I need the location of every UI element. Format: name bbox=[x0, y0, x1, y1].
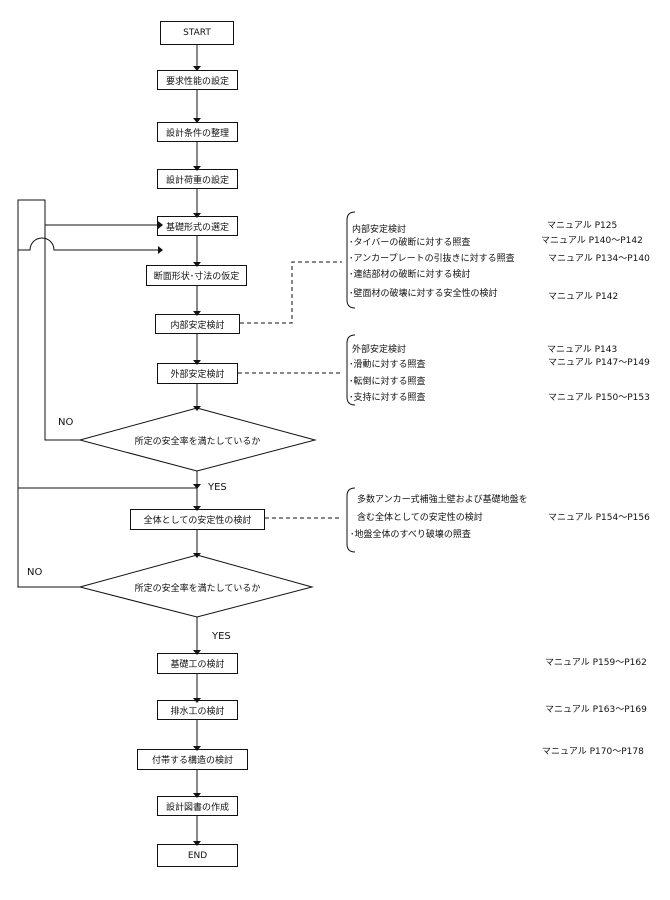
step-internal-stability: 内部安定検討 bbox=[155, 314, 240, 334]
decision-safety-factor-2: 所定の安全率を満たしているか bbox=[134, 583, 261, 594]
note-external-item-3: ･支持に対する照査 bbox=[349, 393, 426, 403]
step-drainage-work: 排水工の検討 bbox=[157, 700, 238, 720]
step-requirement-setting: 要求性能の設定 bbox=[157, 70, 238, 90]
note-internal-item-4: ･壁面材の破壊に対する安全性の検討 bbox=[349, 289, 498, 299]
note-internal-item-2: ･アンカープレートの引抜きに対する照査 bbox=[349, 254, 515, 264]
note-external-ref-3: マニュアル P150～P153 bbox=[548, 393, 650, 403]
end-terminal: END bbox=[157, 844, 238, 867]
step-foundation-work: 基礎工の検討 bbox=[157, 653, 238, 674]
note-external-title: 外部安定検討 bbox=[352, 345, 407, 355]
step-design-documents: 設計図書の作成 bbox=[157, 796, 238, 816]
note-overall-line-2: 含む全体としての安定性の検討 bbox=[357, 513, 483, 523]
note-internal-ref-1: マニュアル P140～P142 bbox=[541, 236, 643, 246]
step-foundation-type: 基礎形式の選定 bbox=[157, 216, 238, 236]
step-external-stability: 外部安定検討 bbox=[157, 363, 238, 384]
ref-drainage-work: マニュアル P163～P169 bbox=[545, 705, 647, 715]
yes-label-1: YES bbox=[208, 482, 227, 493]
note-overall-ref: マニュアル P154～P156 bbox=[548, 513, 650, 523]
note-external-ref-1: マニュアル P147～P149 bbox=[548, 358, 650, 368]
note-internal-title: 内部安定検討 bbox=[352, 225, 407, 235]
note-external-ref: マニュアル P143 bbox=[547, 345, 618, 355]
note-external-item-2: ･転倒に対する照査 bbox=[349, 377, 426, 387]
note-overall-line-1: 多数アンカー式補強土壁および基礎地盤を bbox=[357, 495, 528, 505]
ref-foundation-work: マニュアル P159～P162 bbox=[545, 658, 647, 668]
decision-safety-factor-1: 所定の安全率を満たしているか bbox=[134, 436, 261, 447]
start-terminal: START bbox=[160, 21, 234, 45]
note-internal-item-3: ･連結部材の破断に対する検討 bbox=[349, 270, 471, 280]
note-internal-ref-2: マニュアル P134～P140 bbox=[548, 254, 650, 264]
step-ancillary-structure: 付帯する構造の検討 bbox=[137, 749, 248, 770]
no-label-1: NO bbox=[58, 417, 74, 428]
step-design-load: 設計荷重の設定 bbox=[157, 169, 238, 189]
ref-ancillary-structure: マニュアル P170～P178 bbox=[542, 747, 644, 757]
step-overall-stability: 全体としての安定性の検討 bbox=[130, 509, 265, 530]
step-design-conditions: 設計条件の整理 bbox=[157, 122, 238, 142]
note-external-item-1: ･滑動に対する照査 bbox=[349, 360, 426, 370]
yes-label-2: YES bbox=[212, 631, 231, 642]
note-internal-ref-4: マニュアル P142 bbox=[548, 292, 619, 302]
note-internal-item-1: ･タイバーの破断に対する照査 bbox=[349, 238, 471, 248]
step-section-assumption: 断面形状･寸法の仮定 bbox=[146, 265, 247, 286]
note-overall-item: ･地盤全体のすべり破壊の照査 bbox=[350, 530, 471, 540]
note-internal-ref: マニュアル P125 bbox=[547, 221, 618, 231]
no-label-2: NO bbox=[27, 567, 43, 578]
